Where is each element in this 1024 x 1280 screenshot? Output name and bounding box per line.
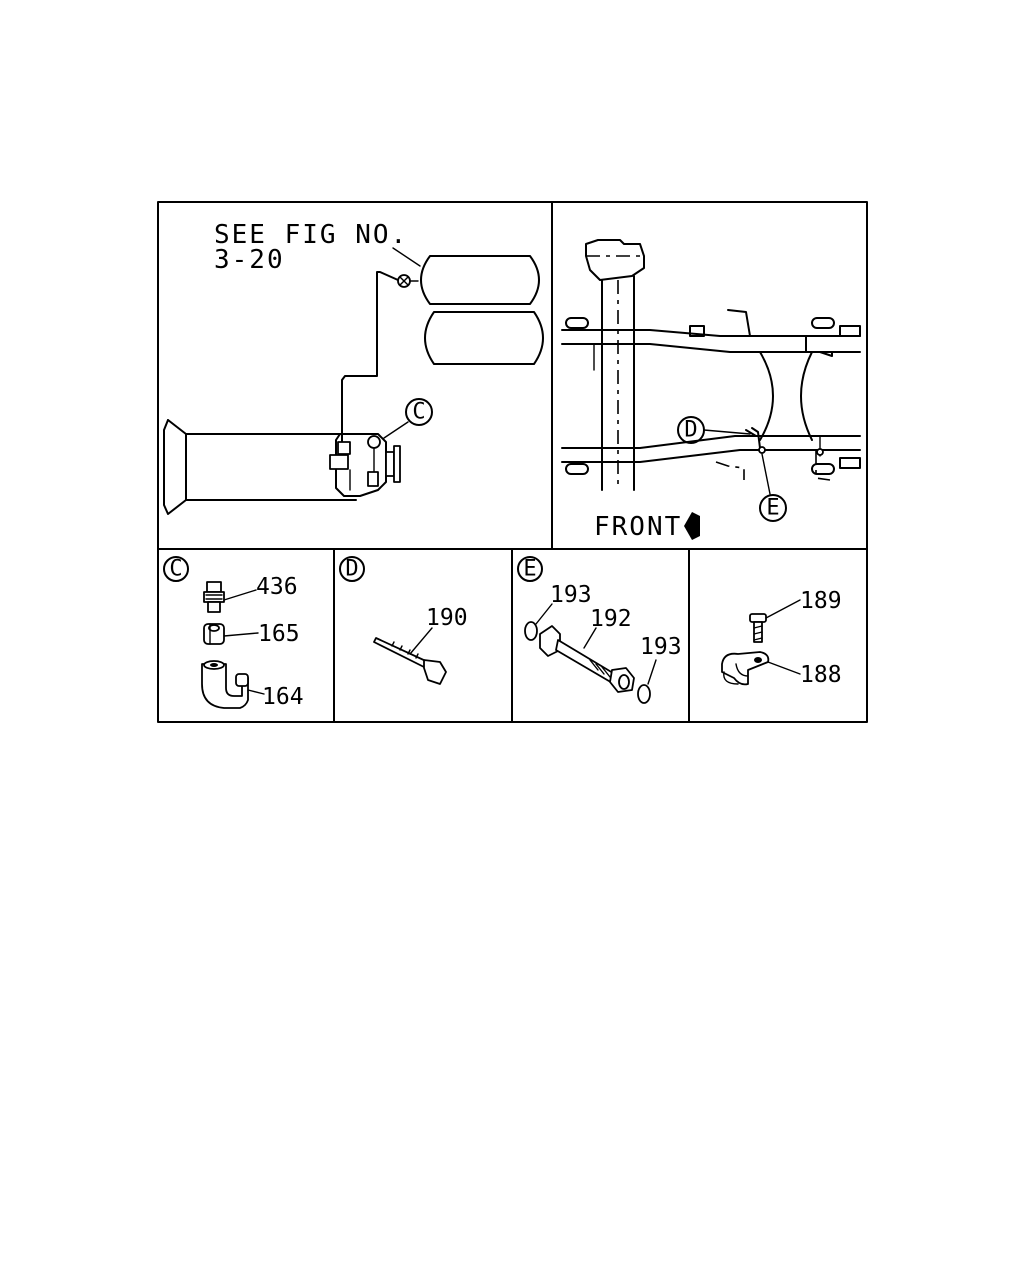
front-arrow-icon [684, 512, 700, 540]
frame-rail-upper-top [561, 329, 861, 337]
detail-d-letter: D [345, 557, 358, 582]
frame-rail-lower-top [561, 435, 861, 449]
callout-c-circle [405, 398, 433, 426]
detail-e-badge [517, 556, 543, 582]
part-label-190: 190 [426, 605, 468, 631]
diagram-frame [157, 201, 868, 723]
detail-c-badge [163, 556, 189, 582]
part-label-193-right: 193 [640, 634, 682, 660]
reference-note-line2: 3-20 [214, 245, 285, 275]
frame-rail-upper-bottom [561, 343, 861, 353]
detail-e-letter: E [523, 557, 536, 582]
frame-rail-lower-bottom [561, 449, 861, 463]
callout-d-leader [703, 429, 751, 435]
part-label-164: 164 [262, 684, 304, 710]
part-192-bolt [539, 625, 635, 693]
part-193-washer-right [637, 684, 651, 704]
transmission [163, 419, 401, 515]
part-165-nut [203, 623, 225, 645]
callout-c-label: C [412, 400, 425, 425]
part-label-165: 165 [258, 621, 300, 647]
detail-d-badge [339, 556, 365, 582]
part-164-elbow [201, 660, 249, 709]
part-label-189: 189 [800, 588, 842, 614]
callout-c-leader [383, 421, 409, 439]
part-label-193-left: 193 [550, 582, 592, 608]
air-tank-upper [420, 255, 540, 305]
air-tank-lower [424, 311, 544, 365]
callout-d-label: D [684, 418, 697, 443]
crossmember-left [759, 351, 774, 441]
callout-e-circle [759, 494, 787, 522]
crossmember-right [800, 351, 813, 441]
part-193-washer-left [524, 621, 538, 641]
detail-panel-d: D 190 [339, 556, 468, 685]
part-189-screw [749, 613, 767, 643]
part-190-cable-tie [373, 637, 447, 685]
part-label-192: 192 [590, 606, 632, 632]
callout-d-circle [677, 416, 705, 444]
reference-leader [392, 247, 421, 267]
air-pipe [341, 271, 399, 456]
part-436-fitting [203, 581, 225, 613]
part-label-188: 188 [800, 662, 842, 688]
main-view-right: D E FRONT [561, 239, 861, 542]
detail-panel-c: C 436 165 164 [163, 556, 304, 710]
part-label-436: 436 [256, 574, 298, 600]
callout-e-label: E [766, 496, 779, 521]
detail-c-letter: C [169, 557, 182, 582]
main-view-left: SEE FIG NO. 3-20 [163, 220, 544, 515]
cab-mount [585, 239, 645, 281]
front-label: FRONT [594, 512, 682, 542]
part-188-clip [721, 651, 770, 686]
detail-panel-clip: 189 188 [721, 588, 842, 688]
reference-note-line1: SEE FIG NO. [214, 220, 408, 250]
brake-hose [751, 427, 761, 449]
callout-e-leader [761, 453, 771, 495]
detail-panel-e: E 193 192 193 [517, 556, 682, 704]
